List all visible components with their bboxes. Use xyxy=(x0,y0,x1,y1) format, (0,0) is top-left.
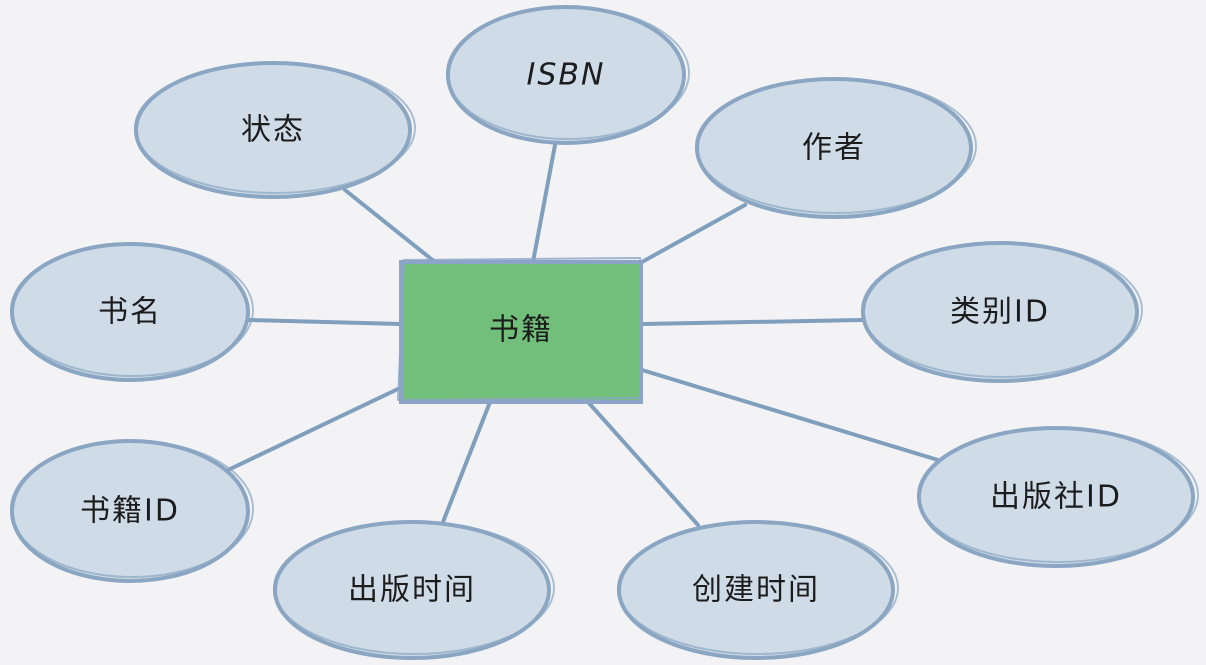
connector-publisher-id xyxy=(640,368,940,462)
connector-book-name xyxy=(246,318,402,326)
attribute-book-id: 书籍ID xyxy=(10,439,254,583)
entity-book: 书籍 xyxy=(396,256,644,404)
attribute-create-time: 创建时间 xyxy=(617,520,899,660)
connector-author xyxy=(640,203,747,264)
connector-book-id xyxy=(226,386,402,472)
attribute-ellipse-sketch xyxy=(617,521,899,655)
attribute-label: 状态 xyxy=(241,113,305,148)
entity-rect-sketch xyxy=(396,256,644,402)
attribute-publisher-id: 出版社ID xyxy=(917,426,1199,568)
attribute-label: 出版社ID xyxy=(990,480,1122,515)
attribute-label: ISBN xyxy=(527,58,606,93)
attribute-isbn: ISBN xyxy=(446,5,690,145)
attribute-category-id: 类别ID xyxy=(861,241,1143,383)
connector-category-id xyxy=(640,318,864,326)
attribute-label: 书名 xyxy=(98,295,162,330)
attribute-ellipse-sketch xyxy=(134,62,416,194)
attribute-label: 类别ID xyxy=(950,295,1050,330)
attribute-book-name: 书名 xyxy=(10,242,254,382)
connector-create-time xyxy=(586,400,700,527)
connectors xyxy=(226,143,940,527)
attribute-ellipse-sketch xyxy=(695,78,977,214)
attribute-status: 状态 xyxy=(134,61,416,199)
attribute-ellipse-sketch xyxy=(917,427,1199,563)
attribute-ellipse-sketch xyxy=(273,521,555,655)
entity-rect xyxy=(399,260,643,404)
attribute-author: 作者 xyxy=(695,77,977,219)
connector-publish-time xyxy=(441,400,492,524)
attribute-ellipse-sketch xyxy=(10,243,254,377)
entity-label: 书籍 xyxy=(489,313,553,348)
attribute-ellipse-sketch xyxy=(861,242,1143,378)
attribute-label: 书籍ID xyxy=(80,494,180,529)
connector-status xyxy=(343,188,437,264)
attribute-publish-time: 出版时间 xyxy=(273,520,555,660)
attribute-label: 出版时间 xyxy=(348,573,476,608)
attribute-ellipse-sketch xyxy=(10,440,254,578)
attribute-label: 创建时间 xyxy=(692,573,820,608)
attribute-ellipse-sketch xyxy=(446,6,690,140)
attribute-label: 作者 xyxy=(802,131,866,166)
connector-isbn xyxy=(531,143,557,264)
